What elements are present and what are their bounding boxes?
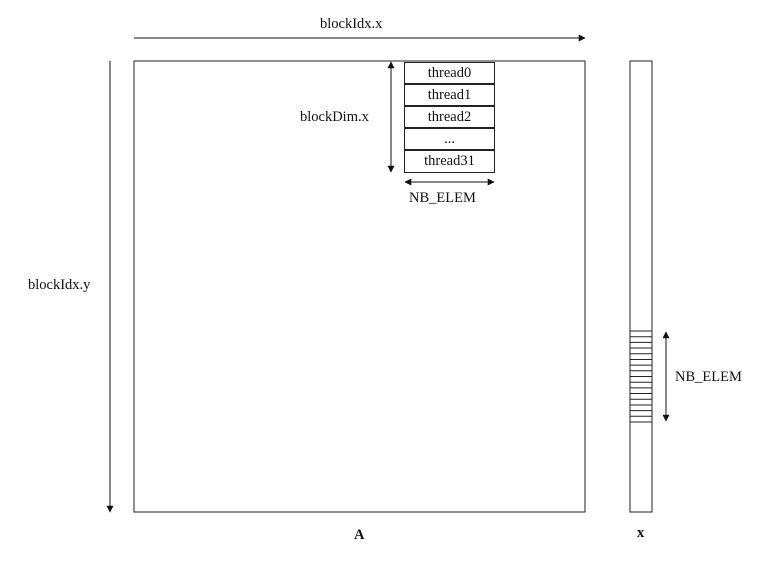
vector-x-label: x	[637, 525, 645, 541]
thread-cell-1: thread1	[404, 84, 495, 106]
nb-elem-vector-label: NB_ELEM	[675, 369, 742, 385]
block-dim-x-label: blockDim.x	[300, 109, 369, 125]
thread-cell-0: thread0	[404, 62, 495, 84]
vector-x-box	[629, 60, 653, 513]
block-idx-x-label: blockIdx.x	[320, 16, 383, 32]
matrix-a-label: A	[354, 527, 365, 543]
thread-cell-ellipsis: ...	[404, 128, 495, 150]
thread-cell-31: thread31	[404, 150, 495, 173]
block-idx-y-label: blockIdx.y	[28, 277, 91, 293]
vector-segment	[629, 330, 653, 423]
matrix-a-box	[133, 60, 586, 513]
nb-elem-threads-label: NB_ELEM	[409, 190, 476, 206]
thread-cell-2: thread2	[404, 106, 495, 128]
